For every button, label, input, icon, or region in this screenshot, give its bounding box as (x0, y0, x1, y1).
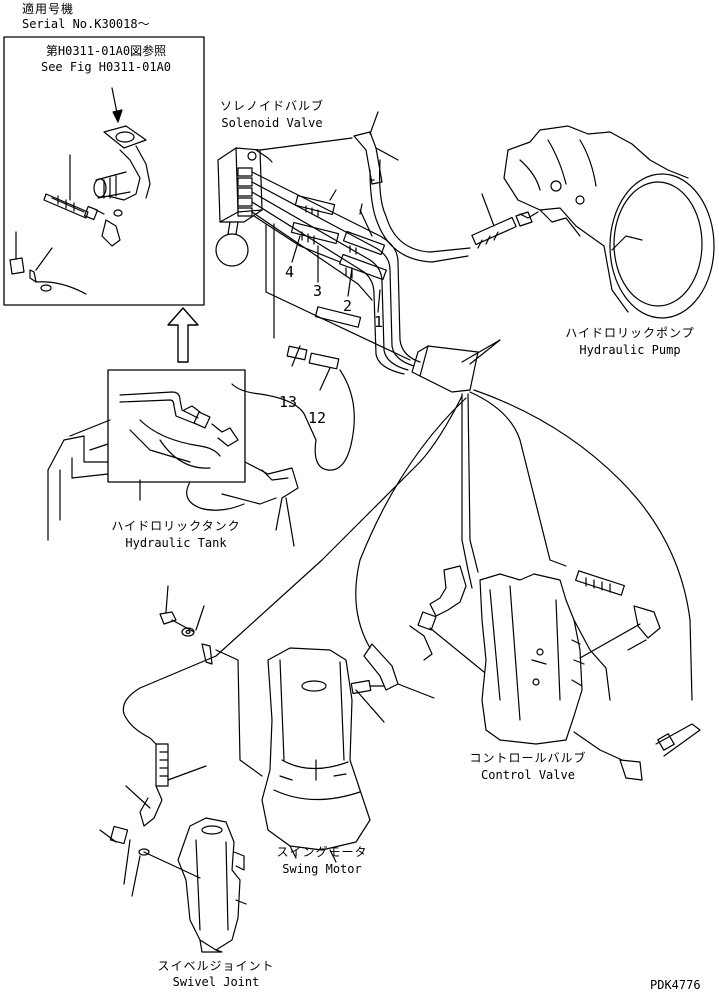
callout-4: 4 (285, 263, 295, 281)
tank-detail-hose (119, 391, 239, 469)
callout-2: 2 (343, 297, 353, 315)
control-valve-label-en: Control Valve (481, 768, 575, 782)
control-valve-fittings (350, 565, 701, 781)
swivel-joint-label-en: Swivel Joint (172, 975, 260, 989)
drawing-number: PDK4776 (650, 978, 701, 992)
hydraulic-pump (503, 125, 715, 319)
serial-number-label: Serial No.K30018〜 (22, 17, 150, 31)
swing-motor (261, 647, 371, 863)
inset-box (3, 36, 205, 306)
hydraulic-tank-label-jp: ハイドロリックタンク (111, 519, 241, 533)
inset-reference-jp: 第H0311-01A0図参照 (45, 44, 167, 58)
solenoid-valve-block (215, 147, 273, 267)
inset-fittings (9, 209, 123, 295)
swivel-joint-hose (99, 743, 207, 897)
hoses-13-12 (231, 345, 355, 471)
hydraulic-pump-label-jp: ハイドロリックポンプ (565, 326, 695, 340)
routing-lines (122, 389, 693, 777)
solenoid-top-hose (353, 111, 399, 185)
solenoid-valve-label-en: Solenoid Valve (221, 116, 323, 130)
control-valve-label-jp: コントロールバルブ (469, 751, 587, 765)
hydraulic-tank-label-en: Hydraulic Tank (125, 536, 227, 550)
hydraulic-pump-label-en: Hydraulic Pump (579, 343, 681, 357)
hose-clamp (411, 339, 501, 393)
pump-supply-hose (369, 159, 533, 263)
callout-12: 12 (308, 409, 327, 427)
swing-motor-label-jp: スイングモータ (276, 845, 368, 859)
control-valve (479, 573, 611, 745)
swivel-joint (177, 817, 247, 953)
inset-reference-en: See Fig H0311-01A0 (40, 60, 172, 74)
inset-hose (43, 154, 105, 221)
swing-motor-label-en: Swing Motor (282, 862, 362, 876)
inset-flange-elbow (93, 125, 151, 201)
callout-leaders (291, 189, 501, 365)
tank-detail-box (107, 369, 246, 483)
pilot-hose-bundle (251, 137, 421, 375)
hydraulic-tank-outline (47, 419, 299, 547)
reference-arrow (167, 307, 199, 363)
callout-1: 1 (374, 313, 384, 331)
swing-motor-bolts (159, 585, 213, 665)
applicable-models-label: 適用号機 (22, 2, 75, 16)
swivel-joint-label-jp: スイベルジョイント (157, 959, 275, 973)
callout-13: 13 (279, 393, 298, 411)
solenoid-valve-label-jp: ソレノイドバルブ (219, 99, 325, 113)
callout-3: 3 (313, 282, 323, 300)
